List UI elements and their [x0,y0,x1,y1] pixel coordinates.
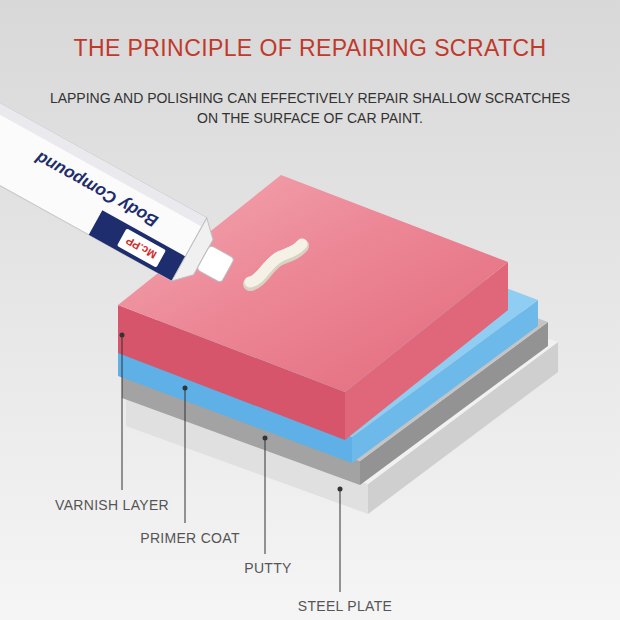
cream [250,244,302,282]
layer-label: PUTTY [244,560,291,576]
leader-line [340,489,341,592]
layer-label: VARNISH LAYER [55,497,169,513]
tube-cap [197,245,235,283]
leader-line [265,438,266,554]
tube-shade [0,97,207,227]
leader-line [185,388,186,523]
tube-body [0,97,207,281]
compound-tube [0,97,245,303]
leader-dot [183,386,188,391]
brand-patch [117,228,166,267]
title: THE PRINCIPLE OF REPAIRING SCRATCH [74,35,547,62]
leader-dot [120,333,125,338]
layer-label: PRIMER COAT [140,530,240,546]
leader-lines [122,335,340,592]
leader-line [122,335,123,490]
subtitle: LAPPING AND POLISHING CAN EFFECTIVELY RE… [45,88,575,129]
layer-label: STEEL PLATE [298,598,392,614]
leader-dot [263,436,268,441]
leader-dot [338,487,343,492]
leader-dots [120,333,343,492]
